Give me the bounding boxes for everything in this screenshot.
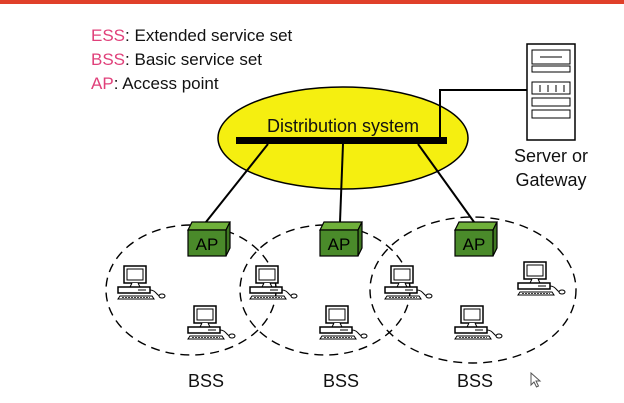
access-point-3: AP: [454, 221, 498, 257]
bss-label-2: BSS: [323, 371, 359, 391]
distribution-system-label: Distribution system: [267, 116, 419, 136]
ap-label-3: AP: [463, 235, 486, 254]
computer-icon: [187, 305, 236, 340]
mouse-pointer-icon: [530, 372, 542, 388]
ap-label-1: AP: [196, 235, 219, 254]
bss-label-3: BSS: [457, 371, 493, 391]
computer-icon: [117, 265, 166, 300]
access-point-2: AP: [319, 221, 363, 257]
link-server: [439, 89, 527, 140]
computer-icon: [249, 265, 298, 300]
computer-icon: [319, 305, 368, 340]
server-label-line1: Server or: [514, 146, 588, 166]
access-point-1: AP: [187, 221, 231, 257]
link-ap-2: [339, 143, 344, 223]
legend: ESS: Extended service set BSS: Basic ser…: [91, 24, 292, 96]
distribution-bus: [236, 137, 447, 144]
computer-icon: [454, 305, 503, 340]
link-ap-3: [417, 143, 475, 223]
legend-item-ess: ESS: Extended service set: [91, 26, 293, 45]
server-icon: [526, 43, 576, 141]
link-ap-1: [205, 143, 269, 223]
computer-icon: [384, 265, 433, 300]
legend-item-ap: AP: Access point: [91, 74, 219, 93]
top-accent-bar: [0, 0, 624, 4]
ap-label-2: AP: [328, 235, 351, 254]
legend-item-bss: BSS: Basic service set: [91, 50, 263, 69]
bss-label-1: BSS: [188, 371, 224, 391]
server-label-line2: Gateway: [515, 170, 586, 190]
computer-icon: [517, 261, 566, 296]
bss-circle-3: [369, 216, 577, 364]
